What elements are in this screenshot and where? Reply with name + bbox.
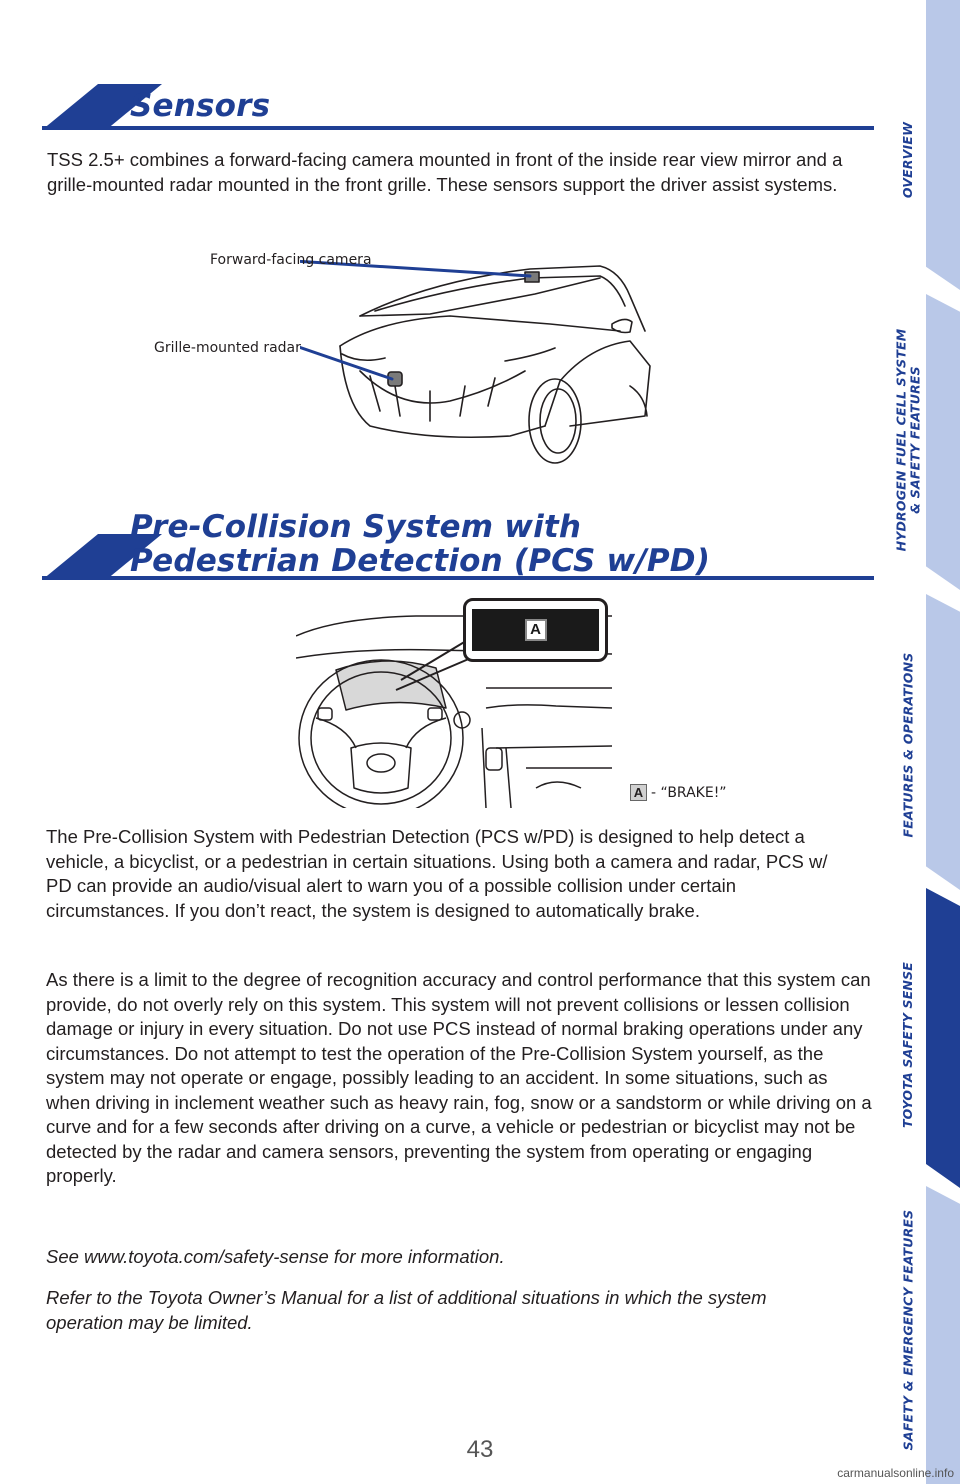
pcs-section-header: Pre-Collision System with Pedestrian Det…	[42, 510, 874, 584]
tab-overview-label: OVERVIEW	[900, 121, 915, 199]
tab-safety-emergency[interactable]: SAFETY & EMERGENCY FEATURES	[878, 1180, 938, 1480]
legend-marker-a: A	[630, 784, 647, 801]
tab-toyota-safety-sense-strip	[926, 888, 960, 1188]
tab-features-operations[interactable]: FEATURES & OPERATIONS	[878, 620, 938, 870]
brake-display-panel: A	[463, 598, 608, 662]
sensors-section-header: Sensors	[42, 84, 874, 134]
pcs-title-line1: Pre-Collision System with	[130, 509, 582, 545]
pcs-title: Pre-Collision System with Pedestrian Det…	[130, 510, 710, 578]
header-rule	[42, 126, 874, 130]
tab-toyota-safety-sense[interactable]: TOYOTA SAFETY SENSE	[878, 920, 938, 1170]
tab-tss-label: TOYOTA SAFETY SENSE	[900, 961, 915, 1129]
legend-text: - “BRAKE!”	[651, 784, 727, 801]
tab-features-label: FEATURES & OPERATIONS	[900, 652, 915, 838]
tab-overview-strip	[926, 0, 960, 290]
sensors-body: TSS 2.5+ combines a forward-facing camer…	[47, 149, 843, 195]
tab-hydrogen-fuel-cell[interactable]: HYDROGEN FUEL CELL SYSTEM & SAFETY FEATU…	[878, 300, 938, 580]
sensors-title: Sensors	[130, 88, 271, 124]
tab-hydrogen-label-line2: & SAFETY FEATURES	[907, 366, 923, 514]
brake-display-screen: A	[472, 609, 599, 651]
camera-callout-label: Forward-facing camera	[210, 252, 372, 268]
tab-safety-emergency-label: SAFETY & EMERGENCY FEATURES	[900, 1209, 915, 1451]
dashboard-illustration	[296, 598, 612, 808]
tab-features-strip	[926, 594, 960, 890]
tab-hydrogen-label: HYDROGEN FUEL CELL SYSTEM & SAFETY FEATU…	[893, 328, 923, 552]
pcs-title-line2: Pedestrian Detection (PCS w/PD)	[130, 543, 711, 579]
watermark: carmanualsonline.info	[837, 1466, 954, 1480]
tab-hydrogen-strip	[926, 294, 960, 590]
page-number: 43	[466, 1436, 494, 1463]
pcs-paragraph-1: The Pre-Collision System with Pedestrian…	[46, 826, 828, 921]
car-illustration	[288, 236, 660, 476]
tab-overview[interactable]: OVERVIEW	[878, 60, 938, 260]
pcs-note-website: See www.toyota.com/safety-sense for more…	[46, 1246, 505, 1267]
side-navigation-tabs: OVERVIEW HYDROGEN FUEL CELL SYSTEM & SAF…	[878, 0, 960, 1484]
radar-callout-label: Grille-mounted radar	[154, 340, 301, 356]
tab-safety-emergency-strip	[926, 1186, 960, 1484]
pcs-paragraph-2: As there is a limit to the degree of rec…	[46, 969, 872, 1186]
legend: A - “BRAKE!”	[630, 784, 727, 801]
pcs-note-owners-manual: Refer to the Toyota Owner’s Manual for a…	[46, 1287, 767, 1333]
header-rule	[42, 576, 874, 580]
display-marker-a: A	[524, 619, 547, 641]
tab-hydrogen-label-line1: HYDROGEN FUEL CELL SYSTEM	[893, 328, 909, 552]
